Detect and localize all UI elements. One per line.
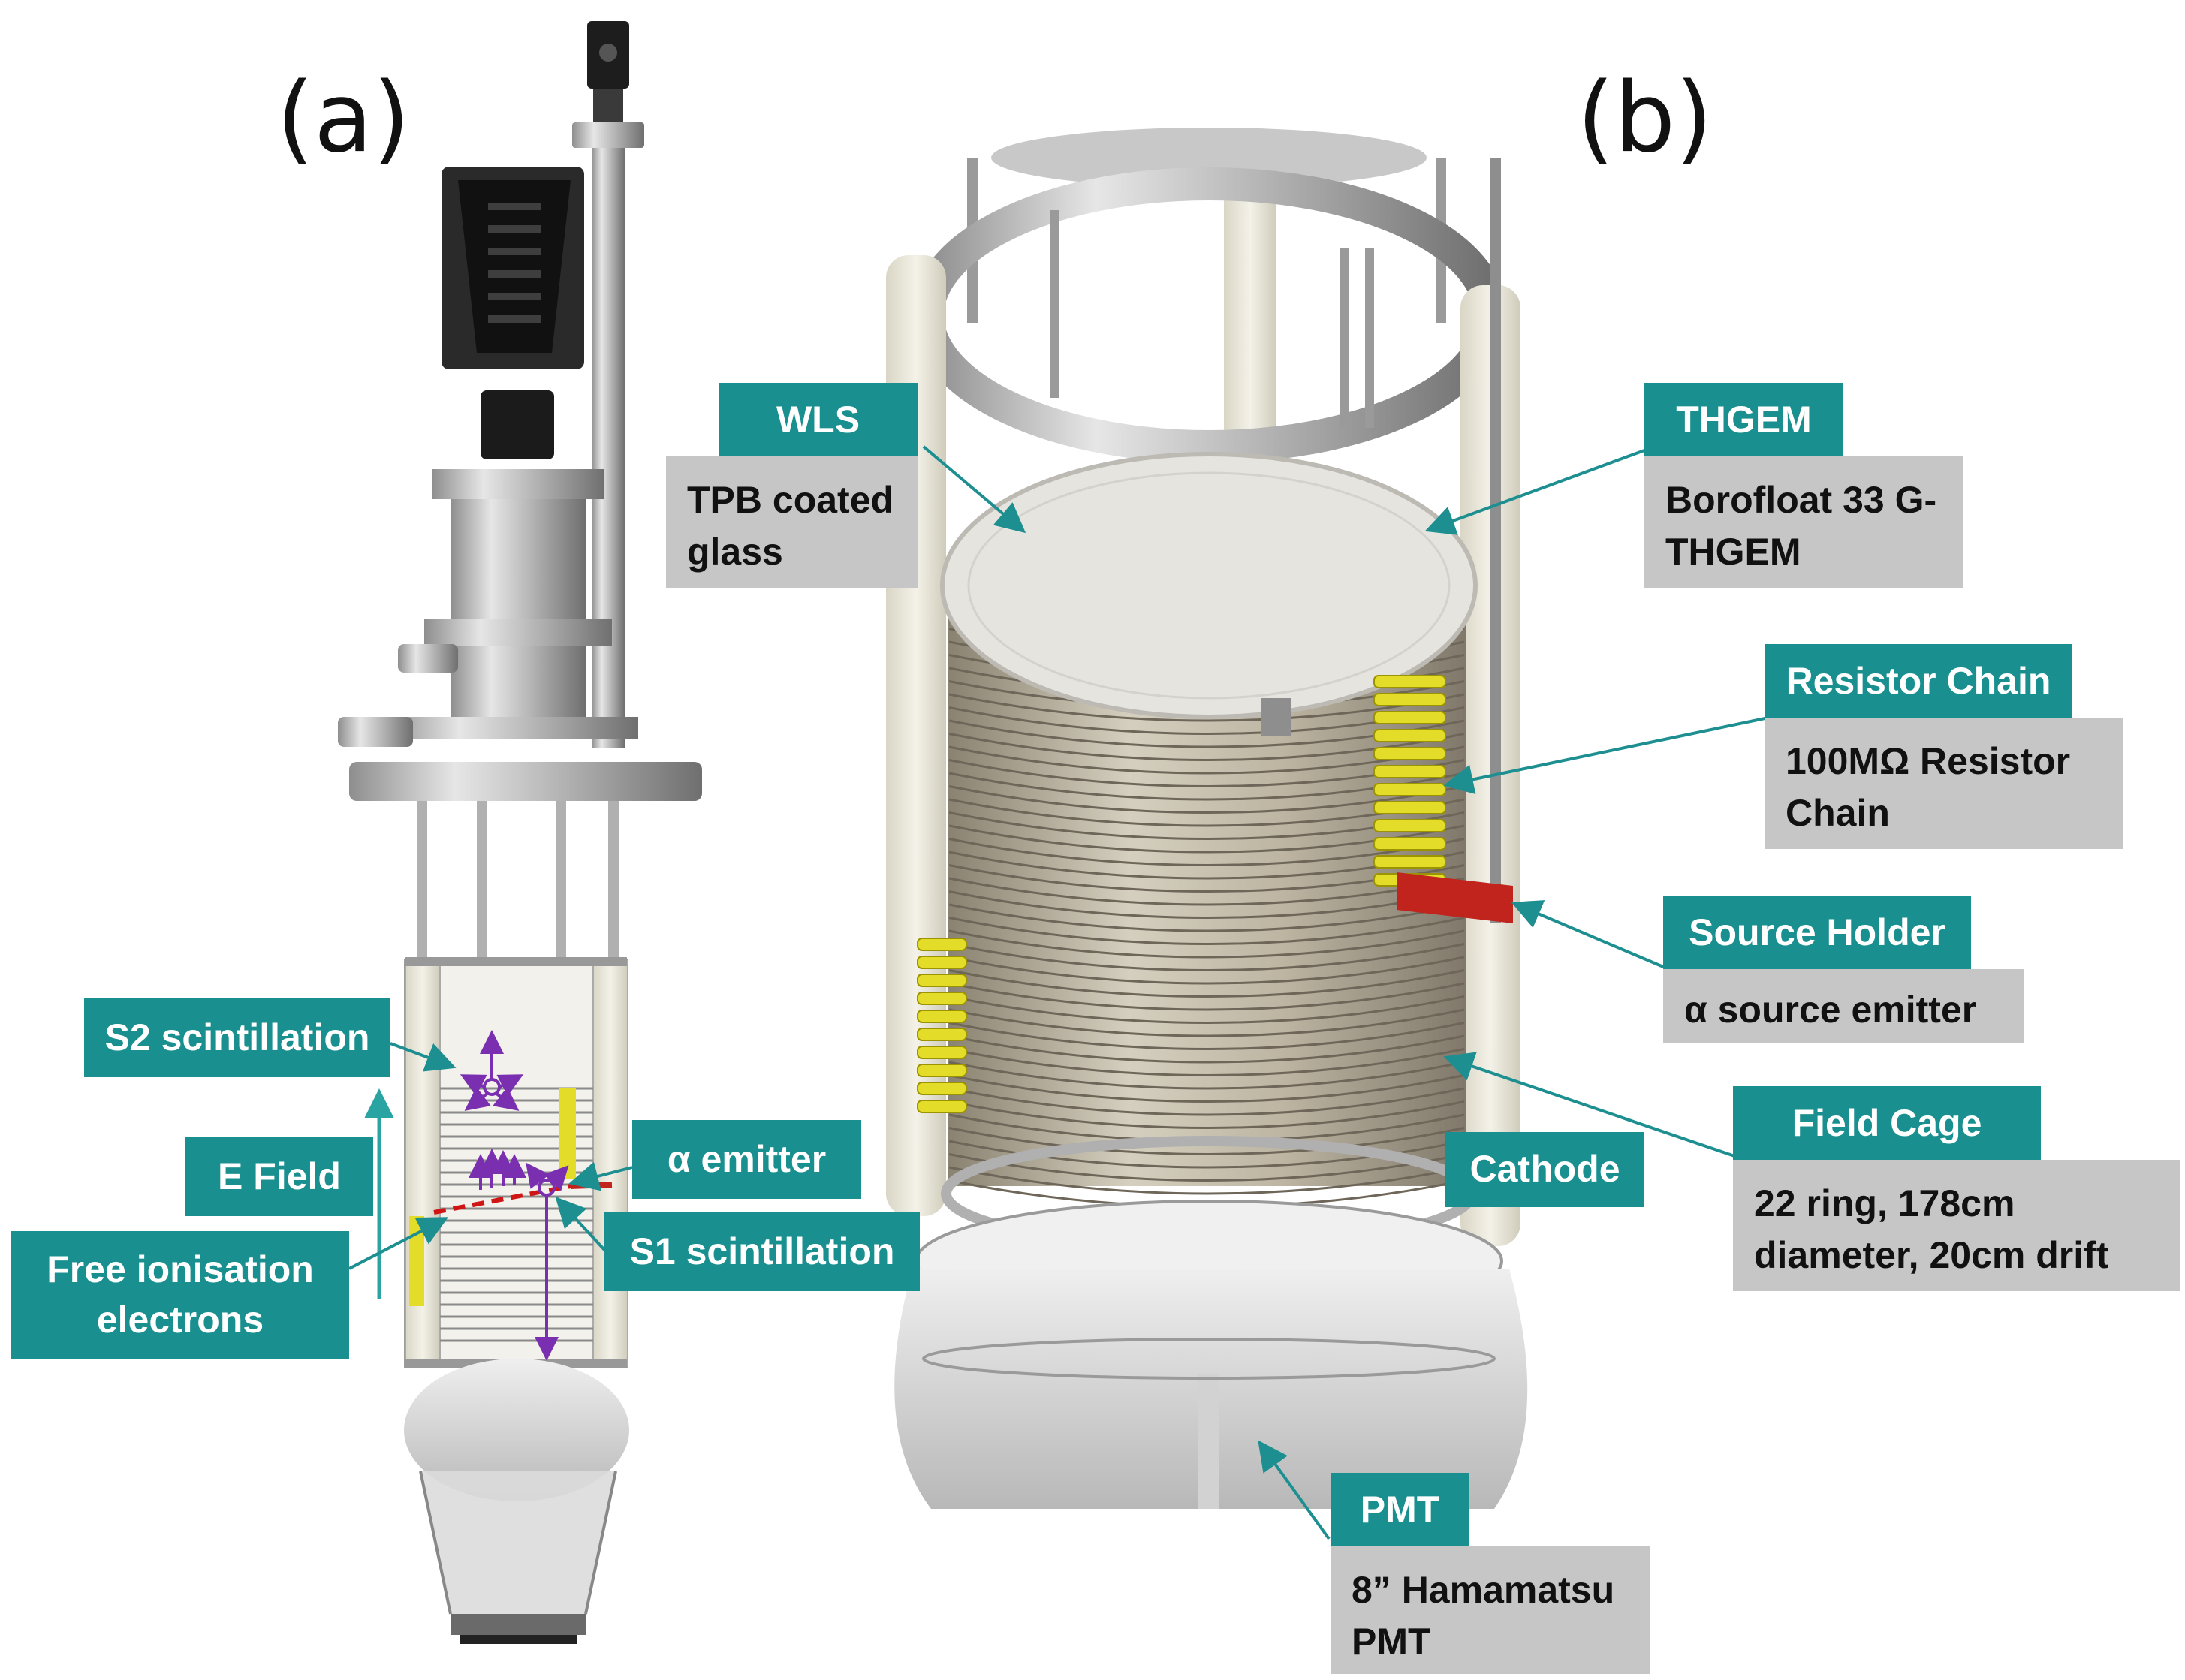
field-cage-ring	[948, 785, 1465, 814]
pmt-bulb-a	[404, 1359, 629, 1501]
field-cage-ring	[948, 1061, 1465, 1090]
rod-collar	[572, 122, 644, 148]
resistor	[1373, 801, 1446, 814]
top-ring	[911, 167, 1507, 463]
field-cage-ring	[948, 1022, 1465, 1050]
resistor	[1373, 819, 1446, 832]
resistor	[1373, 783, 1446, 796]
main-flange	[349, 762, 702, 801]
leader-arrows	[348, 445, 1773, 1540]
resistor	[1373, 855, 1446, 869]
field-cage-ring	[948, 1100, 1465, 1129]
resistor	[1373, 675, 1446, 688]
field-cage-ring	[948, 890, 1465, 919]
resistor	[917, 1064, 967, 1077]
drifting-electrons	[469, 1149, 526, 1190]
wls-desc: TPB coated glass	[666, 456, 918, 588]
field-cage-ring	[948, 1008, 1465, 1037]
field-cage-ring	[948, 1087, 1465, 1116]
resistor	[917, 1046, 967, 1059]
cathode-label: Cathode	[1445, 1132, 1644, 1207]
resistor	[1373, 837, 1446, 851]
vertical-rod	[592, 148, 625, 748]
field-cage-ring	[948, 838, 1465, 866]
panel-a-drawing	[338, 21, 702, 1644]
resistor	[917, 974, 967, 987]
thgem-desc: Borofloat 33 G- THGEM	[1644, 456, 1963, 588]
alpha-emitter-label: α emitter	[632, 1120, 861, 1199]
wls-glass	[940, 452, 1478, 719]
field-cage-ring	[948, 1166, 1465, 1195]
field-cage-ring	[948, 917, 1465, 945]
source-holder-title: Source Holder	[1663, 896, 1971, 971]
resistor	[1373, 693, 1446, 706]
field-cage-desc: 22 ring, 178cm diameter, 20cm drift	[1733, 1160, 2180, 1291]
field-cage-ring	[948, 943, 1465, 971]
pmt-desc: 8” Hamamatsu PMT	[1331, 1546, 1650, 1674]
resistor-chain-title: Resistor Chain	[1765, 644, 2072, 719]
resistor	[917, 956, 967, 969]
field-cage-ring	[948, 982, 1465, 1011]
field-cage-ring	[948, 733, 1465, 761]
s1-scintillation-label: S1 scintillation	[604, 1212, 920, 1291]
field-cage-ring	[948, 1048, 1465, 1076]
resistor	[917, 1028, 967, 1041]
field-cage-ring	[948, 877, 1465, 906]
field-cage-ring	[948, 903, 1465, 932]
electron-track	[433, 1184, 571, 1215]
resistor	[1373, 729, 1446, 742]
resistor	[917, 1010, 967, 1023]
wls-title: WLS	[719, 383, 918, 458]
field-cage-ring	[948, 693, 1465, 722]
field-cage-ring	[948, 929, 1465, 959]
s2-scintillation-label: S2 scintillation	[84, 998, 390, 1077]
source-holder-desc: α source emitter	[1663, 969, 2024, 1043]
panel-b-drawing	[886, 128, 1528, 1509]
field-cage-ring	[948, 1153, 1465, 1182]
pmt-title: PMT	[1331, 1473, 1469, 1548]
resistor	[917, 938, 967, 951]
resistor	[1373, 765, 1446, 778]
source-holder	[1397, 872, 1513, 923]
field-cage-title: Field Cage	[1733, 1086, 2041, 1161]
s1-photons	[526, 1162, 569, 1361]
resistor	[1373, 747, 1446, 760]
panel-a-label: (a)	[276, 62, 411, 174]
thgem-title: THGEM	[1644, 383, 1843, 458]
s2-photons	[460, 1030, 524, 1111]
field-cage-ring	[948, 1074, 1465, 1103]
field-cage-ring	[948, 1127, 1465, 1155]
resistor	[917, 1100, 967, 1113]
field-cage-ring	[948, 956, 1465, 985]
field-cage-ring	[948, 1034, 1465, 1064]
panel-b-label: (b)	[1577, 62, 1713, 174]
free-electrons-label: Free ionisation electrons	[11, 1231, 349, 1359]
resistor-chain-desc: 100MΩ Resistor Chain	[1765, 718, 2123, 849]
resistor	[917, 992, 967, 1005]
field-cage-ring	[948, 995, 1465, 1024]
resistor	[917, 1082, 967, 1095]
efield-label: E Field	[185, 1137, 373, 1216]
resistor	[1373, 711, 1446, 724]
field-cage-ring	[948, 969, 1465, 998]
